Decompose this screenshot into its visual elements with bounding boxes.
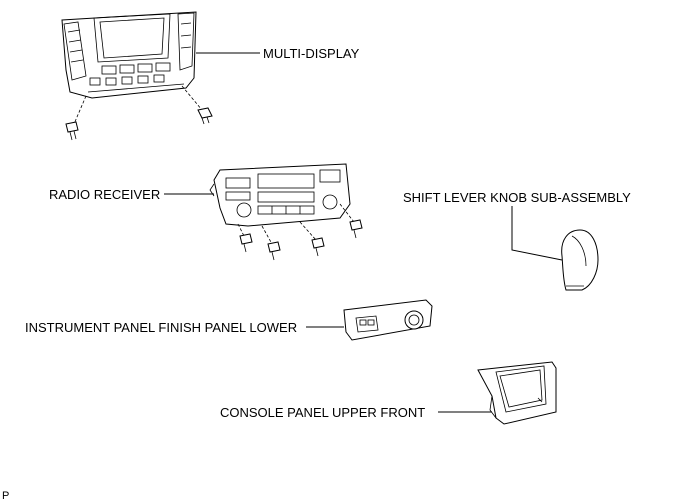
multi-display-drawing (61, 11, 203, 125)
console-panel-upper-front-drawing (477, 361, 557, 425)
instrument-panel-finish-panel-lower-drawing (343, 299, 433, 341)
radio-receiver-drawing (209, 163, 355, 245)
console-panel-upper-front-label: CONSOLE PANEL UPPER FRONT (220, 405, 426, 420)
shift-lever-knob-leader (511, 206, 563, 261)
shift-lever-knob-drawing (561, 229, 599, 291)
multi-display-label: MULTI-DISPLAY (263, 46, 360, 61)
radio-receiver-screws (239, 219, 363, 261)
shift-lever-knob-label: SHIFT LEVER KNOB SUB-ASSEMBLY (403, 190, 631, 205)
instrument-panel-finish-panel-lower-label: INSTRUMENT PANEL FINISH PANEL LOWER (25, 320, 298, 335)
radio-receiver-label: RADIO RECEIVER (49, 187, 161, 202)
multi-display-screw-left (65, 121, 79, 141)
multi-display-screw-right (197, 107, 213, 125)
corner-code: P (2, 490, 10, 502)
